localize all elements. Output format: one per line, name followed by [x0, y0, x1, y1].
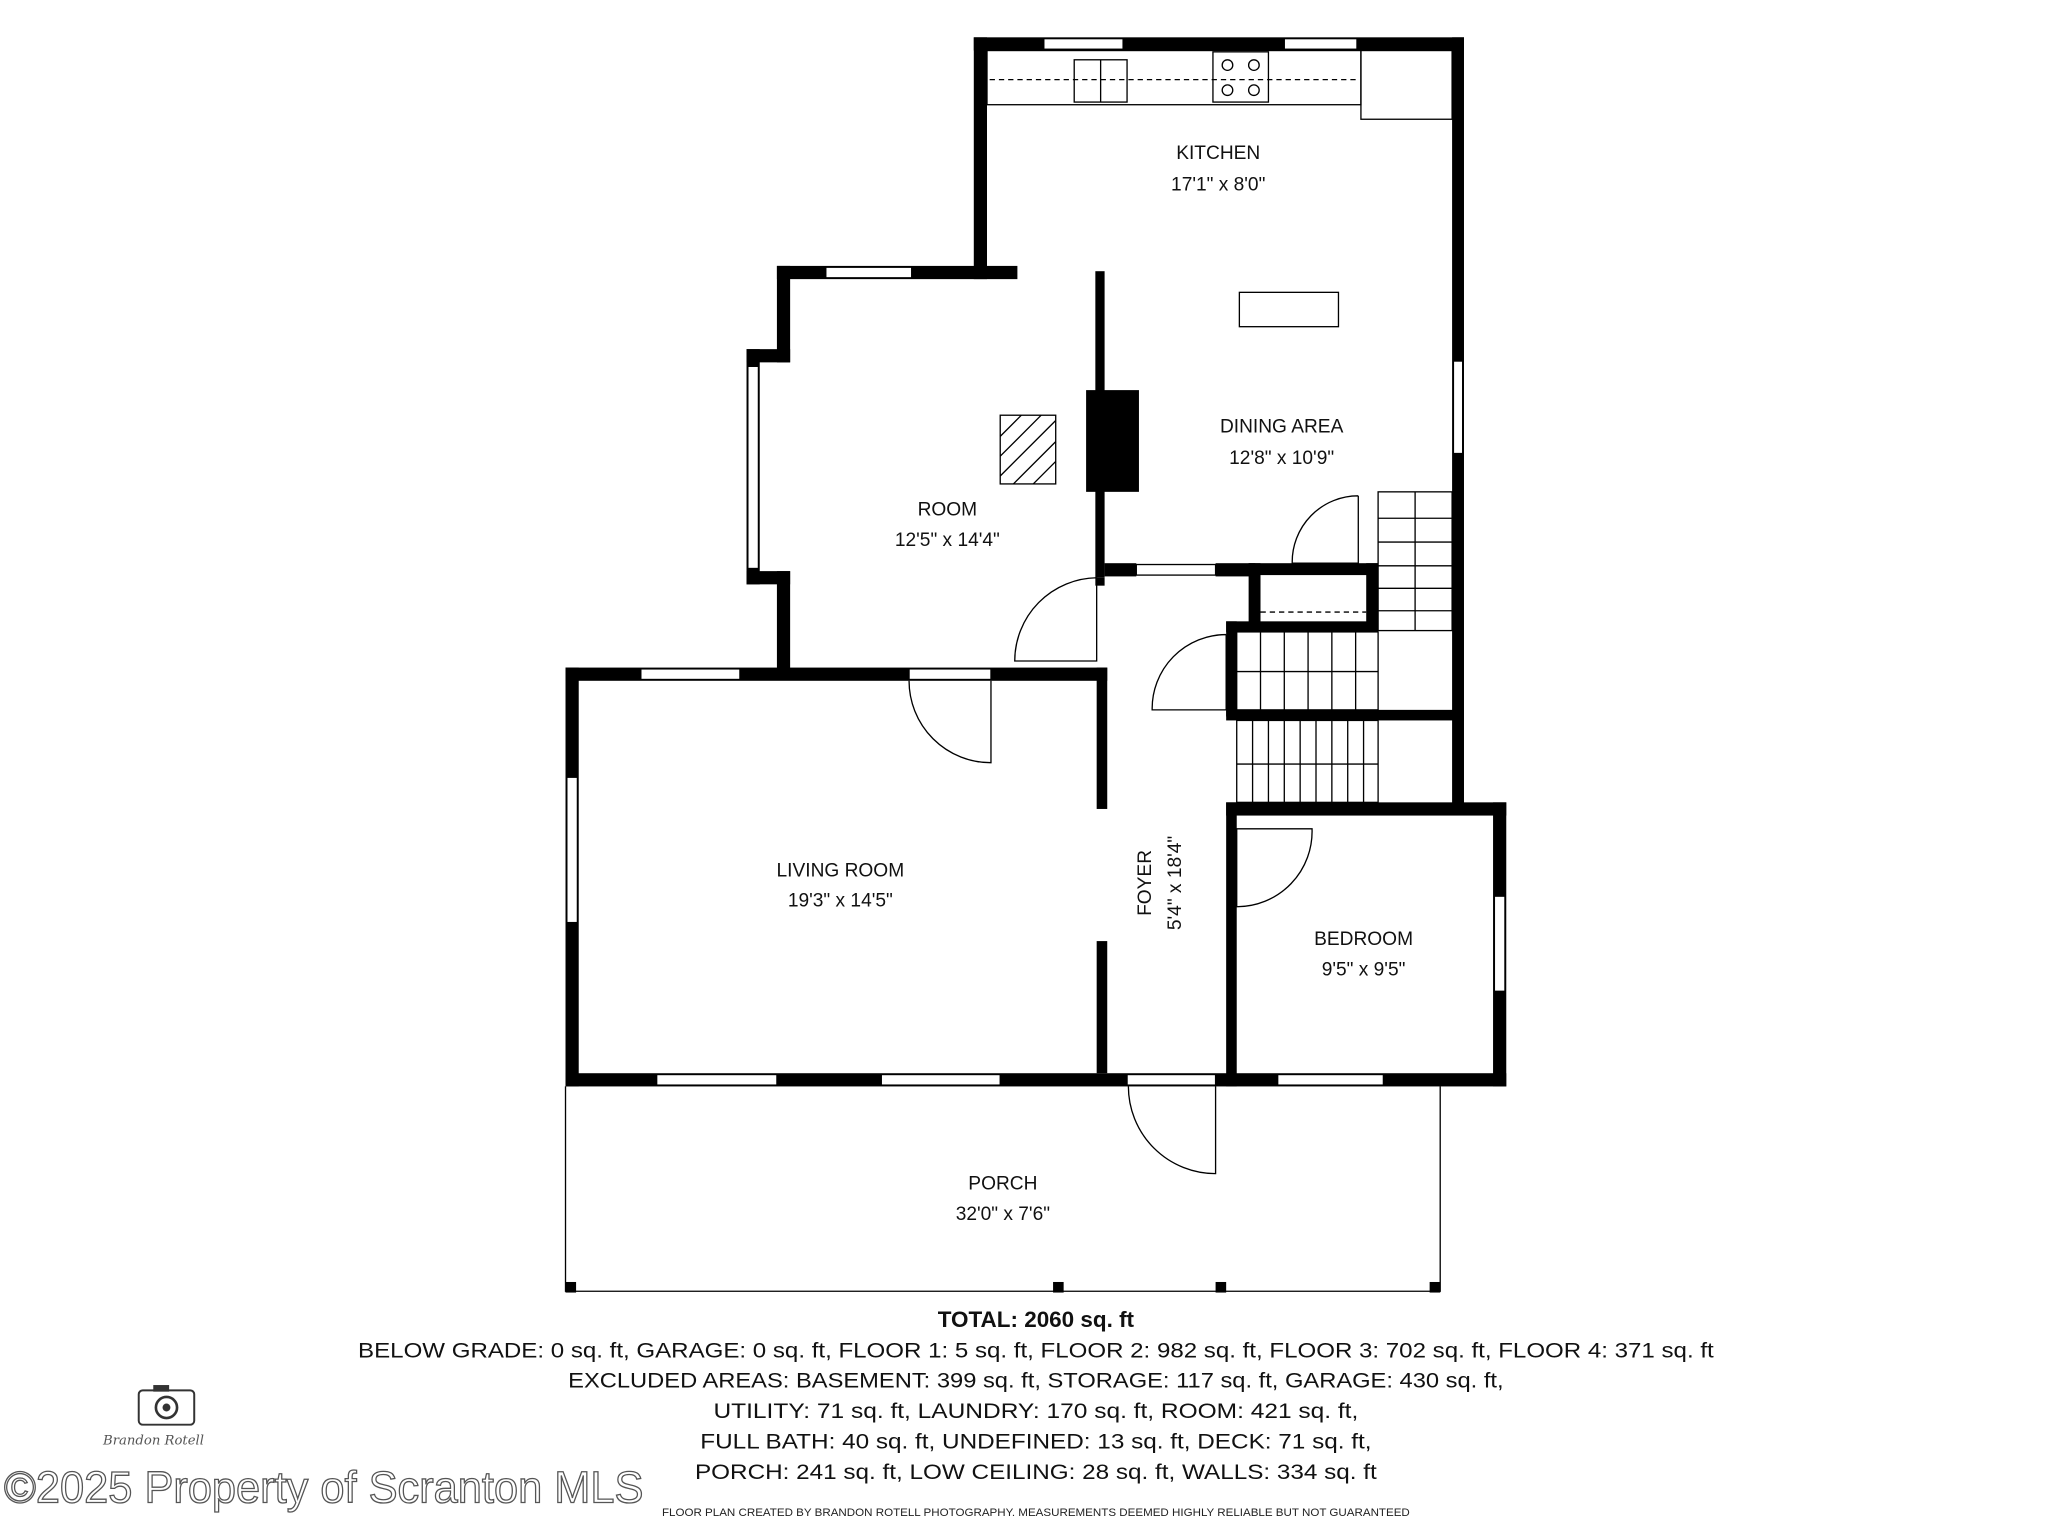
room-name: ROOM: [918, 500, 978, 521]
svg-text:Brandon Rotell: Brandon Rotell: [102, 1434, 204, 1449]
summary-line: EXCLUDED AREAS: BASEMENT: 399 sq. ft, ST…: [568, 1370, 1503, 1393]
room-name: FOYER: [1135, 850, 1156, 916]
room-dining-area: DINING AREA 12'8" x 10'9": [1220, 416, 1344, 469]
summary-line: BELOW GRADE: 0 sq. ft, GARAGE: 0 sq. ft,…: [358, 1339, 1714, 1362]
room-size: 17'1" x 8'0": [1171, 175, 1265, 196]
room-kitchen: KITCHEN 17'1" x 8'0": [1171, 143, 1265, 196]
total-area: TOTAL: 2060 sq. ft: [938, 1307, 1135, 1332]
area-summary: TOTAL: 2060 sq. ft BELOW GRADE: 0 sq. ft…: [358, 1307, 1714, 1519]
room-porch: PORCH 32'0" x 7'6": [956, 1173, 1050, 1224]
room-name: KITCHEN: [1176, 143, 1260, 164]
room-living-room: LIVING ROOM 19'3" x 14'5": [777, 860, 905, 911]
stairs: [1236, 491, 1453, 804]
room-size: 19'3" x 14'5": [788, 891, 893, 912]
room-bedroom: BEDROOM 9'5" x 9'5": [1314, 929, 1413, 980]
kitchen-island: [1238, 291, 1340, 328]
room-size: 5'4" x 18'4": [1165, 836, 1186, 930]
porch-outline: [564, 1086, 1441, 1293]
kitchen-counter: [986, 49, 1453, 328]
watermark-text: ©2025 Property of Scranton MLS: [4, 1462, 644, 1513]
room-room: ROOM 12'5" x 14'4": [895, 500, 1000, 551]
room-size: 32'0" x 7'6": [956, 1204, 1050, 1225]
summary-line: UTILITY: 71 sq. ft, LAUNDRY: 170 sq. ft,…: [713, 1400, 1358, 1423]
summary-line: PORCH: 241 sq. ft, LOW CEILING: 28 sq. f…: [695, 1461, 1377, 1484]
camera-icon: [137, 1385, 196, 1426]
fireplace-icon: [999, 414, 1057, 485]
sink-icon: [1073, 59, 1128, 103]
room-name: DINING AREA: [1220, 416, 1344, 437]
summary-line: FULL BATH: 40 sq. ft, UNDEFINED: 13 sq. …: [700, 1430, 1371, 1453]
windows: [566, 37, 1506, 1086]
room-size: 12'8" x 10'9": [1229, 448, 1334, 469]
room-name: PORCH: [968, 1173, 1037, 1194]
room-foyer: FOYER 5'4" x 18'4": [1135, 836, 1186, 930]
stove-icon: [1212, 51, 1270, 103]
photographer-logo: Brandon Rotell: [102, 1385, 204, 1449]
room-name: BEDROOM: [1314, 929, 1413, 950]
footer-disclaimer: FLOOR PLAN CREATED BY BRANDON ROTELL PHO…: [662, 1507, 1410, 1519]
room-size: 12'5" x 14'4": [895, 530, 1000, 551]
room-name: LIVING ROOM: [777, 860, 905, 881]
room-size: 9'5" x 9'5": [1322, 959, 1406, 980]
doors[interactable]: [908, 495, 1359, 1175]
